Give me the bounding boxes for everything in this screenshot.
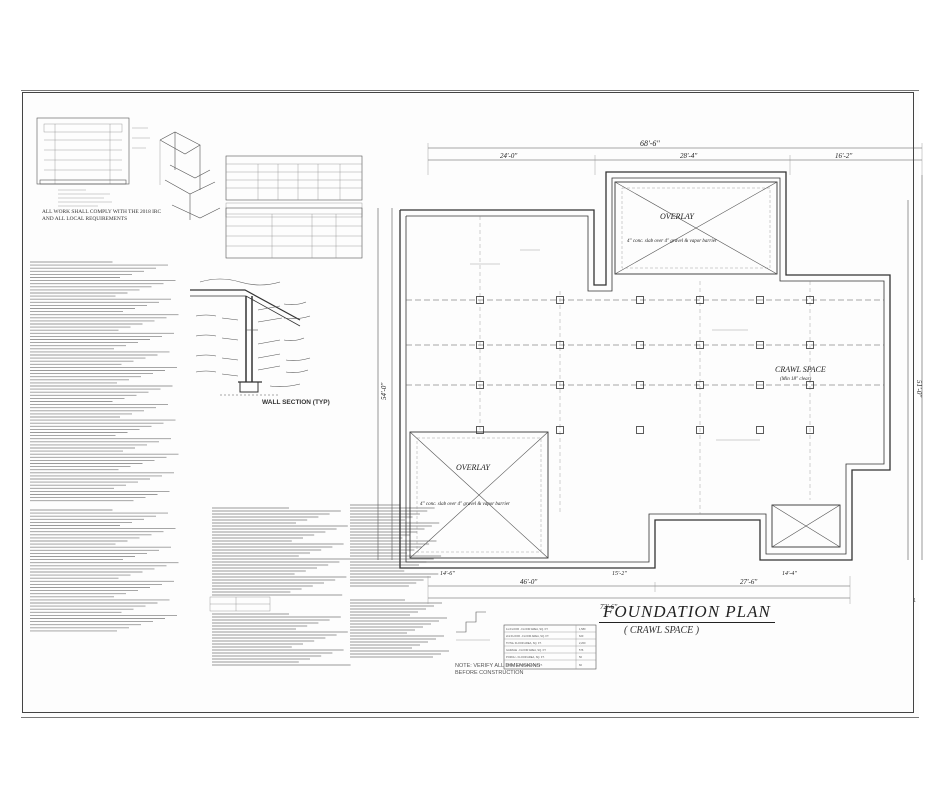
pier-pad [556, 296, 564, 304]
pier-pad [696, 426, 704, 434]
room-spec-crawl: (Min 18" clear) [780, 377, 812, 382]
pier-pad [696, 296, 704, 304]
area-label-2: 2nd FLOOR - FLOOR AREA, SQ. FT. [506, 634, 549, 638]
pier-pads [476, 296, 814, 434]
span-table [225, 155, 363, 218]
pier-pad [476, 341, 484, 349]
footnote-table [209, 596, 271, 612]
bracing-table [225, 207, 363, 259]
verify-note-line-2: BEFORE CONSTRUCTION [455, 669, 524, 676]
area-value-1: 1,580 [579, 627, 586, 631]
area-label-1: 1st FLOOR - FLOOR AREA, SQ. FT. [506, 627, 549, 631]
foundation-plan [377, 143, 923, 604]
dim-top-left: 24'-0" [500, 152, 517, 160]
dim-bottom-right: 27'-6" [740, 578, 757, 586]
verify-note: NOTE: VERIFY ALL DIMENSIONS BEFORE CONST… [455, 663, 540, 677]
area-value-3: 2,200 [579, 641, 586, 645]
pier-pad [556, 341, 564, 349]
pier-pad [636, 426, 644, 434]
page-number: 1 [913, 598, 916, 604]
room-spec-overlay-bottom: 4" conc. slab over 4" gravel & vapor bar… [420, 502, 510, 507]
area-label-6: PATIO - FLOOR AREA, SQ. FT. [506, 663, 543, 667]
pier-pad [476, 381, 484, 389]
dim-bottom-seg-3: 14'-4" [782, 570, 797, 577]
sheet-border [22, 92, 914, 713]
dim-overall-top: 68'-6" [640, 139, 660, 148]
pier-pad [696, 381, 704, 389]
general-notes-bottom [212, 599, 449, 666]
pier-pad [806, 296, 814, 304]
block-notice-line-1: ALL WORK SHALL COMPLY WITH THE 2018 IRC [42, 209, 162, 215]
block-notice-line-2: AND ALL LOCAL REQUIREMENTS [42, 216, 127, 222]
dim-bottom-seg-1: 14'-6" [440, 570, 455, 577]
dim-bottom-left: 46'-0" [520, 578, 537, 586]
pier-pad [476, 296, 484, 304]
pier-pad [636, 296, 644, 304]
pier-pad [636, 381, 644, 389]
room-label-crawl: CRAWL SPACE [775, 365, 826, 374]
dim-left-side: 54'-0" [380, 383, 388, 400]
dim-top-center: 28'-4" [680, 152, 697, 160]
pier-pad [636, 341, 644, 349]
drawing-sheet [21, 90, 919, 718]
pier-pad [756, 296, 764, 304]
room-label-overlay-top: OVERLAY [660, 212, 695, 221]
pier-pad [806, 426, 814, 434]
dim-bottom-overall: 72'-6" [600, 603, 617, 611]
room-spec-overlay-top: 4" conc. slab over 4" gravel & vapor bar… [627, 239, 717, 244]
wall-section-sketch [190, 278, 311, 396]
area-label-3: TOTAL FLOOR AREA, SQ. FT. [506, 641, 542, 645]
dim-right-side: 51'-0" [915, 380, 923, 397]
dim-top-right: 16'-2" [835, 152, 852, 160]
verify-note-line-1: NOTE: VERIFY ALL DIMENSIONS [455, 663, 541, 669]
detail-notes [58, 189, 112, 207]
block-wall-detail [36, 117, 150, 185]
pier-pad [556, 426, 564, 434]
plan-title: FOUNDATION PLAN [599, 602, 775, 623]
area-value-2: 620 [579, 634, 584, 638]
area-value-5: 56 [579, 655, 582, 659]
plan-subtitle: ( CRAWL SPACE ) [624, 625, 700, 636]
pier-pad [756, 381, 764, 389]
general-notes-left [30, 261, 179, 632]
area-label-5: PORCH - FLOOR AREA, SQ. FT. [506, 655, 545, 659]
pier-pad [806, 381, 814, 389]
framing-sketch [159, 131, 221, 220]
pier-pad [556, 381, 564, 389]
area-label-4: GARAGE - FLOOR AREA, SQ. FT. [506, 648, 546, 652]
pier-pad [756, 341, 764, 349]
step-detail [456, 611, 490, 641]
pier-pad [696, 341, 704, 349]
area-value-6: 60 [579, 663, 582, 667]
pier-pad [806, 341, 814, 349]
area-table-frame [503, 624, 597, 670]
dim-bottom-seg-2: 15'-2" [612, 571, 627, 577]
pier-pad [476, 426, 484, 434]
general-notes-middle [212, 504, 442, 596]
room-label-overlay-bottom: OVERLAY [456, 463, 491, 472]
area-value-4: 576 [579, 648, 584, 652]
pier-pad [756, 426, 764, 434]
wall-section-title: WALL SECTION (TYP) [262, 399, 330, 406]
